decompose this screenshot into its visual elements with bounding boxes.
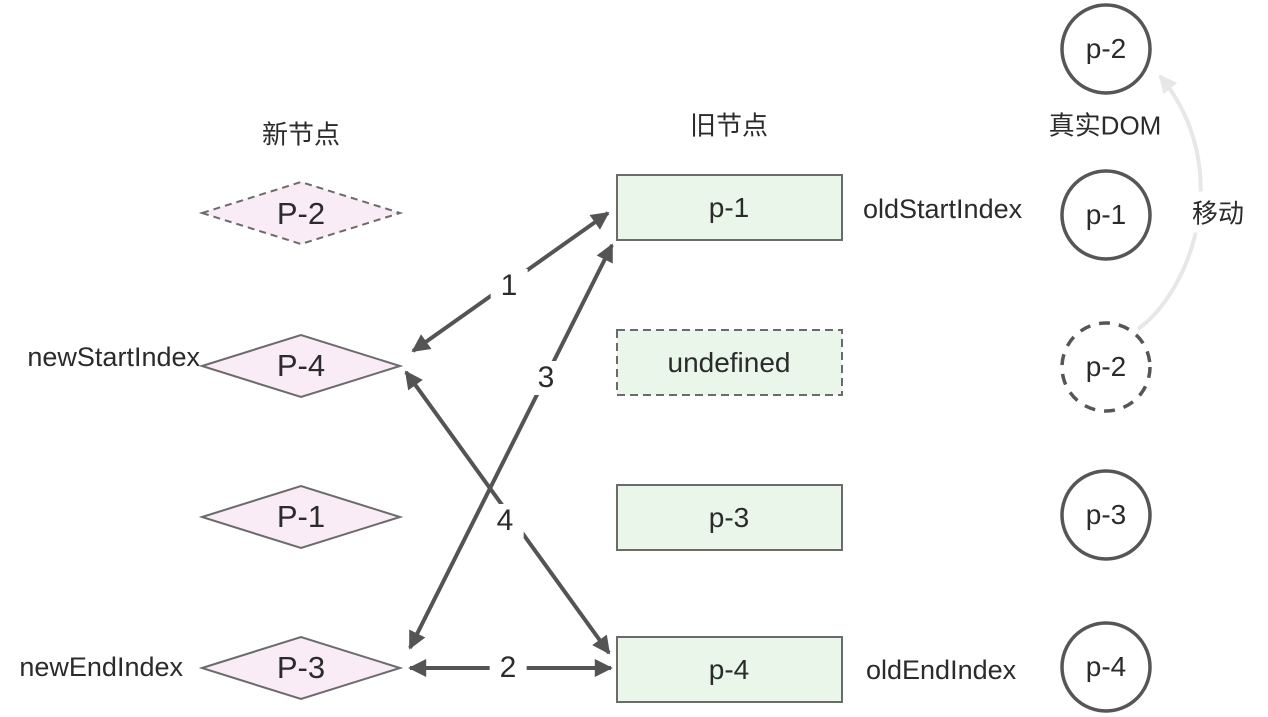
- old-node-undefined-box: [616, 329, 843, 396]
- new-node-P-4-label: P-4: [276, 348, 326, 383]
- dom-node-p-3-label: p-3: [1085, 499, 1127, 530]
- compare-arrow-2-label: 2: [489, 651, 527, 685]
- old-node-undefined-label: undefined: [667, 347, 791, 378]
- dom-column-title: 真实DOM: [1048, 110, 1162, 141]
- old-node-p-4-label: p-4: [708, 654, 750, 685]
- compare-arrow-4-label: 4: [486, 504, 524, 538]
- new-end-index-label: newEndIndex: [19, 652, 183, 682]
- old-node-p-4-box: [616, 636, 843, 703]
- new-node-P-3-label: P-3: [276, 650, 326, 685]
- new-column-title: 新节点: [261, 119, 341, 150]
- compare-arrow-3-label: 3: [527, 361, 565, 395]
- new-node-P-2-diamond: [198, 180, 404, 246]
- dom-node-p-2-top-circle: [1060, 3, 1152, 95]
- new-node-P-1-diamond: [198, 484, 404, 550]
- old-start-index-label: oldStartIndex: [863, 194, 1023, 224]
- old-node-p-3-label: p-3: [708, 502, 750, 533]
- dom-node-p-1-circle: [1060, 169, 1152, 261]
- dom-node-p-4-label: p-4: [1085, 651, 1127, 682]
- dom-node-p-4-circle: [1060, 621, 1152, 713]
- old-node-p-1-box: [616, 174, 843, 241]
- old-column-title: 旧节点: [689, 110, 769, 141]
- compare-arrow-3: [408, 243, 614, 650]
- new-start-index-label: newStartIndex: [27, 342, 200, 372]
- new-node-P-3-diamond: [198, 635, 404, 701]
- dom-node-p-3-circle: [1060, 469, 1152, 561]
- move-arrow-label: 移动: [1187, 191, 1249, 233]
- old-end-index-label: oldEndIndex: [866, 655, 1017, 685]
- dom-node-p-2-dashed-label: p-2: [1085, 351, 1127, 382]
- old-node-p-1-label: p-1: [708, 192, 750, 223]
- new-node-P-1-label: P-1: [276, 499, 326, 534]
- compare-arrow-1-label: 1: [490, 269, 528, 303]
- dom-node-p-2-top-label: p-2: [1085, 33, 1127, 64]
- dom-node-p-2-dashed-circle: [1060, 321, 1152, 413]
- dom-node-p-1-label: p-1: [1085, 199, 1127, 230]
- old-node-p-3-box: [616, 484, 843, 551]
- new-node-P-2-label: P-2: [276, 196, 326, 231]
- new-node-P-4-diamond: [198, 333, 404, 399]
